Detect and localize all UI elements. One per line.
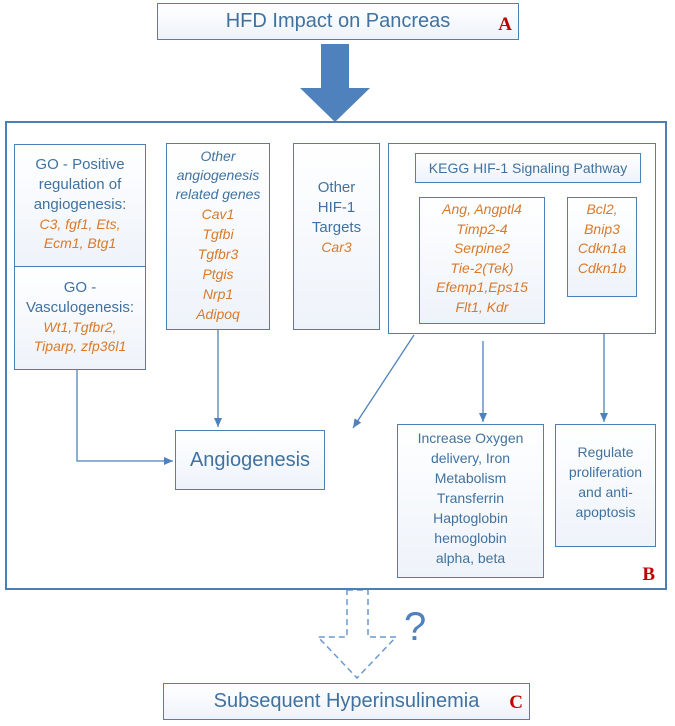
other-angiogenesis-title: Other angiogenesis related genes: [175, 148, 261, 202]
other-hif1-box: Other HIF-1 Targets Car3: [293, 143, 380, 330]
regulate-proliferation-text: Regulate proliferation and anti- apoptos…: [568, 444, 643, 520]
kegg-title-box: KEGG HIF-1 Signaling Pathway: [415, 153, 641, 183]
kegg-genes-box-2: Bcl2, Bnip3 Cdkn1a Cdkn1b: [567, 197, 637, 297]
label-b: B: [642, 564, 655, 585]
go-vasculogenesis-box: GO - Vasculogenesis: Wt1,Tgfbr2, Tiparp,…: [14, 266, 146, 370]
hyperinsulinemia-box: Subsequent Hyperinsulinemia C: [163, 683, 530, 720]
other-hif1-genes: Car3: [321, 239, 352, 255]
go-positive-box: GO - Positive regulation of angiogenesis…: [14, 144, 146, 267]
big-down-arrow: [300, 44, 370, 122]
label-a: A: [498, 14, 512, 35]
other-angiogenesis-box: Other angiogenesis related genes Cav1 Tg…: [166, 143, 270, 330]
hfd-title-box: HFD Impact on Pancreas A: [157, 3, 519, 40]
panel-b: B: [5, 121, 667, 590]
question-mark: ?: [404, 605, 427, 649]
other-angiogenesis-genes: Cav1 Tgfbi Tgfbr3 Ptgis Nrp1 Adipoq: [196, 206, 240, 322]
go-vasculogenesis-title: GO - Vasculogenesis:: [25, 279, 135, 316]
hyperinsulinemia-text: Subsequent Hyperinsulinemia: [213, 690, 480, 712]
arrow-kegg-to-angiogenesis: [352, 334, 415, 429]
angiogenesis-text: Angiogenesis: [189, 449, 311, 471]
go-vasculogenesis-genes: Wt1,Tgfbr2, Tiparp, zfp36l1: [33, 319, 127, 354]
label-c: C: [509, 692, 523, 713]
kegg-genes-list-2: Bcl2, Bnip3 Cdkn1a Cdkn1b: [577, 201, 627, 276]
kegg-title-text: KEGG HIF-1 Signaling Pathway: [428, 160, 628, 176]
regulate-proliferation-box: Regulate proliferation and anti- apoptos…: [555, 424, 656, 547]
kegg-genes-box-1: Ang, Angptl4 Timp2-4 Serpine2 Tie-2(Tek)…: [419, 197, 545, 324]
dashed-down-arrow: [316, 589, 398, 680]
angiogenesis-box: Angiogenesis: [175, 430, 325, 490]
oxygen-delivery-box: Increase Oxygen delivery, Iron Metabolis…: [397, 424, 544, 578]
other-hif1-title: Other HIF-1 Targets: [311, 179, 362, 236]
arrow-go-to-angiogenesis: [76, 370, 173, 465]
go-positive-title: GO - Positive regulation of angiogenesis…: [33, 156, 127, 213]
oxygen-delivery-text: Increase Oxygen delivery, Iron Metabolis…: [417, 430, 524, 566]
kegg-genes-list-1: Ang, Angptl4 Timp2-4 Serpine2 Tie-2(Tek)…: [436, 201, 528, 315]
go-positive-genes: C3, fgf1, Ets, Ecm1, Btg1: [39, 216, 121, 251]
hfd-title-text: HFD Impact on Pancreas: [225, 10, 451, 32]
